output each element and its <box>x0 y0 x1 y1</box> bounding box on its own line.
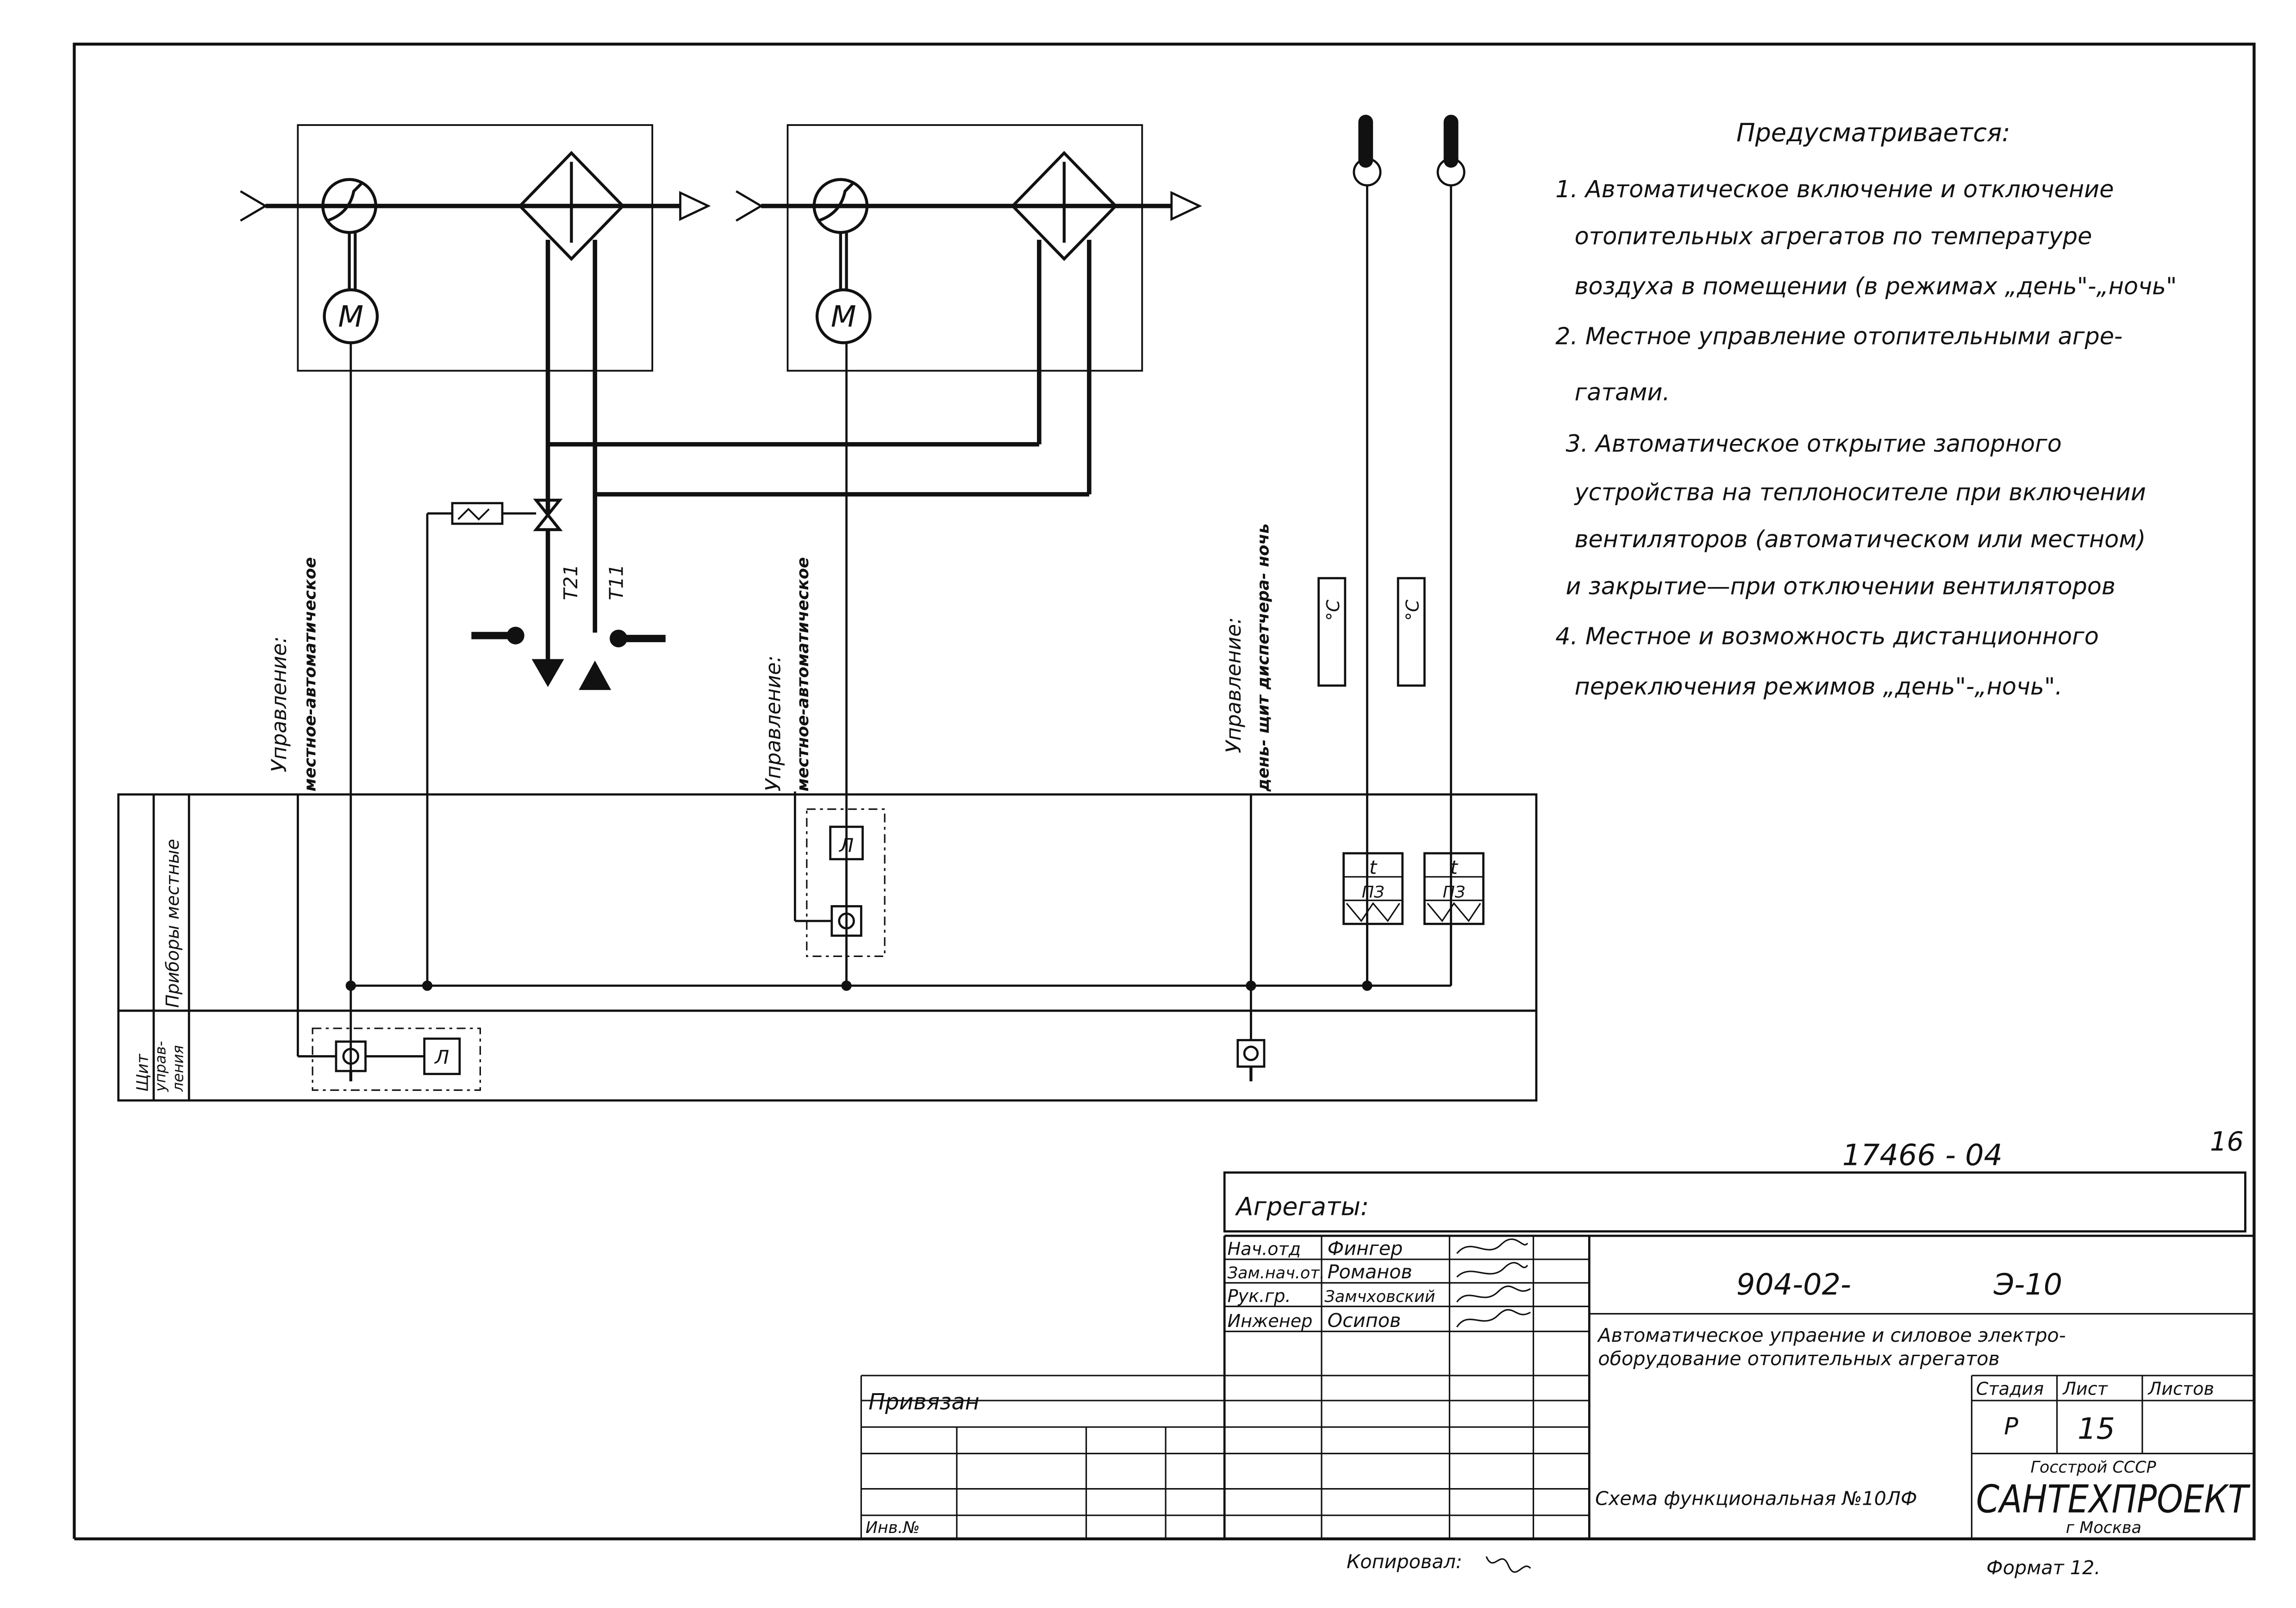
copied-by: Копировал: <box>1347 1551 1462 1573</box>
note-line: переключения режимов „день"-„ночь". <box>1574 673 2062 700</box>
row-label-panel-1: Щит <box>133 1053 152 1092</box>
note-line: устройства на теплоносителе при включени… <box>1573 478 2146 506</box>
thermostat-t: t <box>1369 856 1378 878</box>
heater-icon <box>1011 150 1118 261</box>
note-line: гатами. <box>1574 378 1670 406</box>
control-label-2a: Управление: <box>762 656 786 792</box>
person-name: Романов <box>1328 1261 1412 1283</box>
units-label: Агрегаты: <box>1235 1192 1369 1221</box>
sensor-unit-label: °C <box>1323 600 1343 621</box>
room-sensor-2-icon <box>1443 114 1459 168</box>
drawing-title-2: оборудование отопительных агрегатов <box>1598 1348 2000 1370</box>
motor-label: M <box>338 299 363 333</box>
day-night-switch-icon <box>1236 1039 1266 1068</box>
document-code: 17466 - 04 <box>1842 1138 2003 1172</box>
supply-pipe-label: T21 <box>560 564 582 601</box>
role-label: Нач.отд <box>1228 1239 1301 1259</box>
motor-label: M <box>831 299 856 333</box>
sheet-header: Лист <box>2062 1378 2108 1399</box>
note-line: и закрытие—при отключении вентиляторов <box>1566 573 2115 600</box>
thermostat-code: ПЗ <box>1443 883 1466 901</box>
person-name: Замчховский <box>1324 1288 1435 1306</box>
supply-arrow-icon <box>531 659 564 687</box>
control-label-3b: день- щит диспетчера- ночь <box>1254 524 1273 792</box>
role-label: Зам.нач.от. <box>1228 1264 1325 1283</box>
signature-icon <box>1456 1309 1531 1327</box>
thermometer-bulb-icon <box>506 626 524 644</box>
role-label: Рук.гр. <box>1228 1286 1291 1306</box>
motor-icon <box>815 288 872 344</box>
heating-unit-2: M <box>736 124 1202 986</box>
note-line: отопительных агрегатов по температуре <box>1574 222 2092 250</box>
sheet-corner-number: 16 <box>2210 1126 2244 1157</box>
org-top: Госстрой СССР <box>2030 1458 2156 1477</box>
signature-icon <box>1456 1262 1529 1278</box>
role-label: Инженер <box>1228 1311 1313 1331</box>
heating-unit-1: M <box>240 124 711 1079</box>
row-label-local: Приборы местные <box>162 839 183 1008</box>
privyazan-label: Привязан <box>868 1389 980 1415</box>
note-line: вентиляторов (автоматическом или местном… <box>1574 526 2146 553</box>
scheme-name: Схема функциональная №10ЛФ <box>1595 1488 1917 1510</box>
stage-value: Р <box>2004 1413 2018 1440</box>
org-city: г Москва <box>2066 1519 2141 1537</box>
row-label-panel-2: упрaв- <box>152 1041 169 1092</box>
drawing-title-1: Автоматическое упраeние и силовое электр… <box>1597 1324 2065 1346</box>
notes-heading: Предусматривается: <box>1736 118 2010 147</box>
thermostat-1-icon <box>1342 852 1404 925</box>
note-line: воздуха в помещении (в режимах „день"-„н… <box>1574 272 2177 300</box>
control-label-3a: Управление: <box>1222 617 1246 753</box>
heater-icon <box>518 150 625 261</box>
room-sensor-1-icon <box>1358 114 1373 168</box>
note-line: 4. Местное и возможность дистанционного <box>1555 623 2099 650</box>
sensor-unit-label: °C <box>1403 600 1423 621</box>
notes-block: Предусматривается: 1. Автоматическое вкл… <box>1555 118 2177 700</box>
thermostat-t: t <box>1450 856 1459 878</box>
control-valve-icon <box>533 499 563 532</box>
inventory-label: Инв.№ <box>866 1519 920 1537</box>
thermostat-2-icon <box>1423 852 1485 925</box>
person-name: Осипов <box>1328 1309 1401 1332</box>
heat-carrier-pipes: T21 T11 <box>426 442 1089 986</box>
instrument-table: Приборы местные Щит упрaв- ления Л t ПЗ <box>117 791 1538 1102</box>
valve-actuator-icon <box>451 502 504 525</box>
control-label-1b: местное-автоматическое <box>301 557 320 791</box>
relay-letter: Л <box>838 834 854 857</box>
person-name: Фингер <box>1328 1237 1403 1259</box>
title-block: 17466 - 04 16 Агрегаты: Нач.отд Зам.нач.… <box>860 1126 2254 1579</box>
signature-icon <box>1485 1556 1531 1573</box>
org-name: САНТЕХПРОЕКТ <box>1976 1477 2251 1521</box>
control-label-1a: Управление: <box>268 636 291 772</box>
sheets-header: Листов <box>2147 1378 2214 1399</box>
return-pipe-label: T11 <box>605 564 628 601</box>
row-label-panel-3: ления <box>170 1045 187 1092</box>
note-line: 3. Автоматическое открытие запорного <box>1566 430 2061 457</box>
note-line: 1. Автоматическое включение и отключение <box>1555 175 2114 203</box>
control-label-2b: местное-автоматическое <box>794 557 812 791</box>
return-arrow-icon <box>579 660 611 690</box>
signature-icon <box>1456 1285 1531 1303</box>
thermostat-code: ПЗ <box>1362 883 1385 901</box>
room-sensors: °C °C <box>1317 114 1466 986</box>
format-label: Формат 12. <box>1986 1557 2100 1579</box>
stage-header: Стадия <box>1976 1378 2044 1399</box>
relay-letter: Л <box>434 1046 449 1068</box>
note-line: 2. Местное управление отопительными агре… <box>1555 323 2122 350</box>
sheet-value: 15 <box>2078 1412 2115 1446</box>
thermometer-bulb-icon <box>610 629 628 648</box>
project-number: 904-02- <box>1736 1267 1851 1301</box>
drawing-number: Э-10 <box>1993 1267 2062 1301</box>
signature-icon <box>1456 1238 1529 1254</box>
